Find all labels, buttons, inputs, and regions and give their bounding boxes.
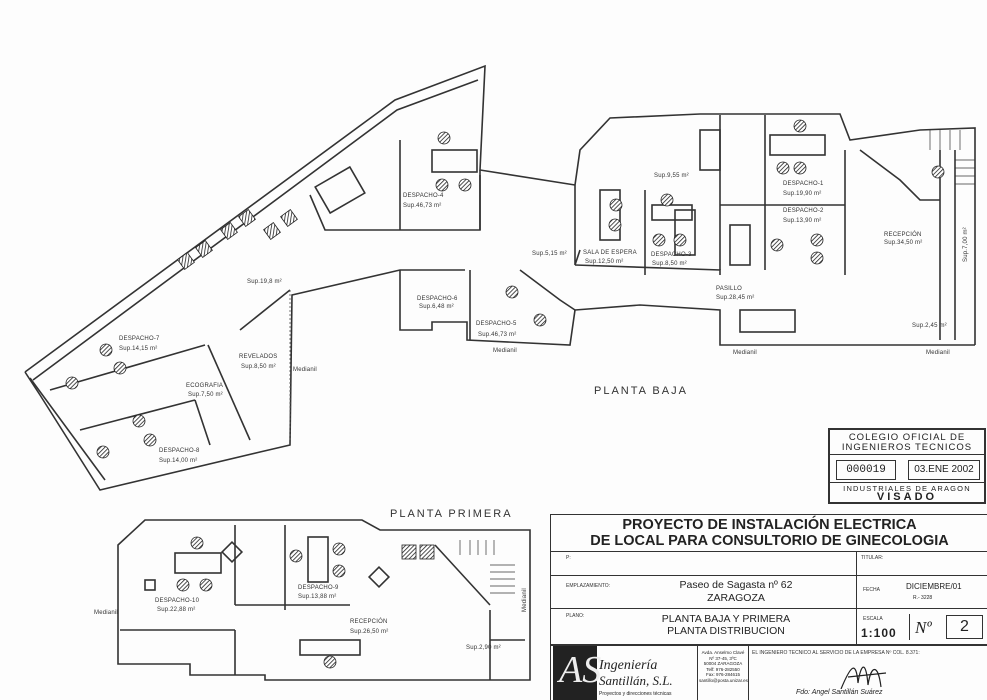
medianil-label: Medianil (522, 588, 528, 612)
room-area: Sup.26,50 m² (350, 629, 389, 635)
room-area: Sup.28,45 m² (716, 295, 755, 301)
fecha-ref: R.- 3228 (913, 595, 933, 601)
room-area: Sup.8,50 m² (652, 261, 687, 267)
room-area: Sup.13,90 m² (783, 218, 822, 224)
medianil-label: Medianil (926, 350, 950, 356)
room-area: Sup.14,15 m² (119, 346, 158, 352)
titular-label: TITULAR: (861, 555, 884, 561)
planta-baja-heading: PLANTA BAJA (594, 385, 688, 397)
numero-label: Nº (915, 618, 932, 637)
room-area: Sup.46,73 m² (478, 332, 517, 338)
plan-number: 2 (946, 615, 983, 639)
room-name: DESPACHO-1 (783, 181, 824, 187)
room-name: ECOGRAFIA (186, 383, 224, 389)
signed-by: Fdo: Angel Santillán Suárez (796, 689, 883, 697)
room-name: REVELADOS (239, 354, 278, 360)
stamp-date: 03.ENE 2002 (908, 460, 980, 480)
room-name: DESPACHO-8 (159, 448, 200, 454)
stamp-line3: INDUSTRIALES DE ARAGON (843, 484, 971, 493)
room-area: Sup.34,50 m² (884, 240, 923, 246)
room-name: DESPACHO-2 (783, 208, 824, 214)
stamp-line2: INGENIEROS TECNICOS (841, 442, 973, 453)
emplazamiento-address: Paseo de Sagasta nº 62 (679, 579, 793, 591)
room-name: DESPACHO-10 (155, 598, 200, 604)
room-name: RECEPCIÓN (884, 232, 922, 238)
signature (840, 666, 887, 690)
room-area: Sup.14,00 m² (159, 458, 198, 464)
address-line: Avda. Anselmo Clavé (701, 650, 745, 655)
company-address: Avda. Anselmo Clavé Nº 37-45, 3ºC 50004 … (699, 650, 748, 683)
room-name: RECEPCIÓN (350, 619, 388, 625)
fecha-label: FECHA (863, 587, 880, 593)
room-name: SALA DE ESPERA (583, 250, 637, 256)
room-area: Sup.22,88 m² (157, 607, 196, 613)
room-area: Sup.19,8 m² (247, 279, 282, 285)
room-area: Sup.6,48 m² (419, 304, 454, 310)
emplazamiento-city: ZARAGOZA (707, 592, 765, 604)
room-name: DESPACHO-4 (403, 193, 444, 199)
address-line: Nº 37-45, 3ºC (709, 655, 737, 661)
medianil-label: Medianil (733, 350, 757, 356)
room-name: DESPACHO-6 (417, 296, 458, 302)
escala-label: ESCALA (863, 616, 883, 622)
plano-line1: PLANTA BAJA Y PRIMERA (661, 613, 791, 625)
project-title-line1: PROYECTO DE INSTALACIÓN ELECTRICA (622, 517, 917, 533)
address-line: 50004 ZARAGOZA (703, 661, 743, 666)
plano-label: PLANO: (566, 613, 585, 619)
room-area: Sup.7,50 m² (188, 392, 223, 398)
room-name: DESPACHO-3 (651, 252, 692, 258)
room-name: DESPACHO-5 (476, 321, 517, 327)
planta-primera-heading: PLANTA PRIMERA (390, 508, 513, 520)
wall-first-floor (117, 519, 531, 681)
address-line: Telf: 976-282550 (706, 666, 740, 672)
room-area: Sup.12,50 m² (585, 259, 624, 265)
title-block: PROYECTO DE INSTALACIÓN ELECTRICA DE LOC… (550, 514, 987, 700)
room-area: Sup.5,15 m² (532, 251, 567, 257)
stamp-line1: COLEGIO OFICIAL DE (848, 432, 966, 443)
address-line: santillo@posta.unizar.es (699, 677, 748, 683)
fecha-value: DICIEMBRE/01 (906, 582, 962, 591)
room-name: DESPACHO-7 (119, 336, 160, 342)
p-label: P: (566, 555, 571, 561)
company-logo: AS Ingeniería Santillán, S.L. Proyectos … (551, 646, 696, 700)
plano-line2: PLANTA DISTRIBUCION (667, 625, 785, 637)
room-area: Sup.46,73 m² (403, 203, 442, 209)
company-tagline: Proyectos y direcciones técnicas (599, 691, 672, 697)
room-name: DESPACHO-9 (298, 585, 339, 591)
medianil-label: Medianil (293, 367, 317, 373)
escala-value: 1:100 (861, 626, 897, 640)
chair-icons (65, 119, 945, 669)
room-area: Sup.2,90 m² (466, 645, 501, 651)
room-name: PASILLO (716, 286, 742, 292)
wall-outer-left (24, 64, 576, 373)
room-area: Sup.7,00 m² (963, 227, 969, 262)
room-area: Sup.19,90 m² (783, 191, 822, 197)
emplazamiento-label: EMPLAZAMIENTO: (566, 583, 611, 589)
engineer-text: EL INGENIERO TECNICO AL SERVICIO DE LA E… (752, 650, 920, 656)
stamp-visado: VISADO (876, 491, 938, 503)
company-name-1: Ingeniería (599, 658, 658, 673)
stamp-number: 000019 (836, 460, 896, 480)
room-area: Sup.2,45 m² (912, 323, 947, 329)
room-area: Sup.9,55 m² (654, 173, 689, 179)
project-title-line2: DE LOCAL PARA CONSULTORIO DE GINECOLOGIA (590, 533, 949, 549)
room-area: Sup.8,50 m² (241, 364, 276, 370)
medianil-label: Medianil (493, 348, 517, 354)
medianil-label: Medianil (94, 610, 118, 616)
room-area: Sup.13,88 m² (298, 594, 337, 600)
visado-stamp: COLEGIO OFICIAL DE INGENIEROS TECNICOS 0… (828, 428, 986, 504)
wall-inner-left (32, 79, 479, 381)
company-name-2: Santillán, S.L. (599, 673, 673, 688)
address-line: Fax: 976-284615 (705, 672, 741, 677)
